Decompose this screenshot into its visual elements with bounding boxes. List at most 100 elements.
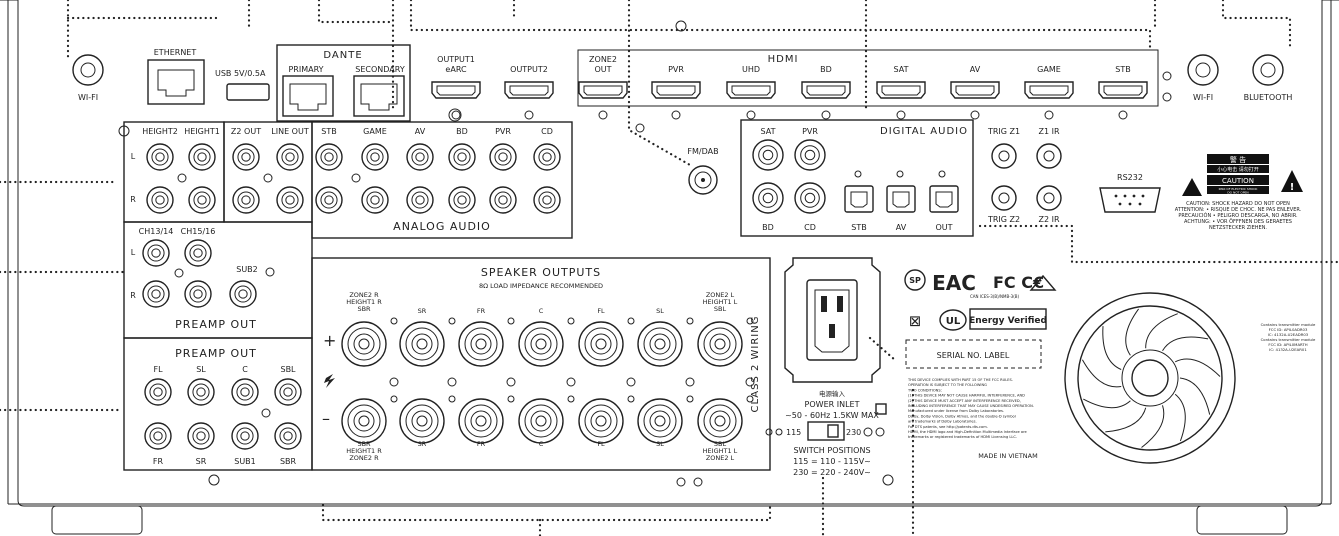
power-inlet-cn-label: 电源输入 bbox=[819, 389, 846, 398]
hdmi-port[interactable] bbox=[950, 81, 1000, 99]
dante-secondary-port[interactable] bbox=[353, 75, 405, 117]
rca-jack-left[interactable] bbox=[448, 143, 476, 171]
rca-jack-left[interactable] bbox=[232, 143, 260, 171]
preamp-out-jack[interactable] bbox=[231, 422, 259, 450]
certification-marks: SP EAC FC C€ CAN ICES-3(B)/NMB-3(B) ⊠ UL… bbox=[904, 269, 1057, 460]
optical-toslink-jack[interactable] bbox=[929, 185, 959, 213]
rca-jack-right[interactable] bbox=[361, 186, 389, 214]
speaker-terminal-positive[interactable] bbox=[578, 321, 624, 367]
analog-input-label: STB bbox=[321, 127, 336, 136]
preamp-out-jack[interactable] bbox=[231, 378, 259, 406]
rca-jack-right[interactable] bbox=[406, 186, 434, 214]
rca-jack-left[interactable] bbox=[406, 143, 434, 171]
screw-icon bbox=[746, 110, 756, 120]
digital-audio-group bbox=[740, 119, 974, 237]
switch-230-range: 230 = 220 - 240V~ bbox=[793, 468, 871, 477]
z1-ir-jack[interactable] bbox=[1036, 143, 1062, 169]
speaker-terminal-negative[interactable] bbox=[399, 398, 445, 444]
speaker-terminal-negative[interactable] bbox=[578, 398, 624, 444]
speaker-terminal-positive[interactable] bbox=[697, 321, 743, 367]
fm-dab-antenna-jack[interactable] bbox=[688, 165, 718, 195]
rca-jack-right[interactable] bbox=[146, 186, 174, 214]
hdmi-port[interactable] bbox=[876, 81, 926, 99]
hdmi-port[interactable] bbox=[431, 81, 481, 99]
ch1314-right-jack[interactable] bbox=[142, 280, 170, 308]
speaker-terminal-positive[interactable] bbox=[637, 321, 683, 367]
preamp-out-label: FL bbox=[153, 365, 163, 374]
hdmi-port[interactable] bbox=[801, 81, 851, 99]
power-inlet[interactable] bbox=[784, 257, 881, 383]
speaker-terminal-positive[interactable] bbox=[458, 321, 504, 367]
sub2-jack[interactable] bbox=[229, 280, 257, 308]
rca-jack-right[interactable] bbox=[276, 186, 304, 214]
hdmi-port-label: AV bbox=[970, 65, 981, 74]
analog-audio-title: ANALOG AUDIO bbox=[393, 220, 491, 233]
switch-115-range: 115 = 110 - 115V~ bbox=[793, 457, 871, 466]
trig-z2-jack[interactable] bbox=[991, 185, 1017, 211]
ch1314-left-jack[interactable] bbox=[142, 239, 170, 267]
rca-jack-right[interactable] bbox=[232, 186, 260, 214]
preamp-out-jack[interactable] bbox=[187, 422, 215, 450]
rca-jack-left[interactable] bbox=[146, 143, 174, 171]
ch1516-left-jack[interactable] bbox=[184, 239, 212, 267]
ul-mark-icon: UL bbox=[946, 316, 961, 327]
hdmi-port[interactable] bbox=[504, 81, 554, 99]
rca-jack-right[interactable] bbox=[315, 186, 343, 214]
wifi-left-antenna[interactable] bbox=[72, 54, 104, 86]
hdmi-port[interactable] bbox=[1098, 81, 1148, 99]
coax-cd-jack[interactable] bbox=[794, 182, 826, 214]
rca-jack-right[interactable] bbox=[448, 186, 476, 214]
hdmi-port[interactable] bbox=[726, 81, 776, 99]
speaker-terminal-negative[interactable] bbox=[518, 398, 564, 444]
optical-toslink-jack[interactable] bbox=[886, 185, 916, 213]
preamp-out-jack[interactable] bbox=[144, 422, 172, 450]
wifi-right-antenna[interactable] bbox=[1187, 54, 1219, 86]
rca-jack-right[interactable] bbox=[188, 186, 216, 214]
rca-jack-left[interactable] bbox=[361, 143, 389, 171]
preamp-out-jack[interactable] bbox=[144, 378, 172, 406]
rca-jack-left[interactable] bbox=[315, 143, 343, 171]
bluetooth-label: BLUETOOTH bbox=[1244, 93, 1293, 102]
speaker-terminal-negative[interactable] bbox=[637, 398, 683, 444]
hdmi-port[interactable] bbox=[578, 81, 628, 99]
warning-cn-title: 警 告 bbox=[1230, 155, 1246, 164]
bluetooth-antenna[interactable] bbox=[1252, 54, 1284, 86]
usb-port[interactable] bbox=[226, 83, 270, 101]
made-in-label: MADE IN VIETNAM bbox=[978, 452, 1037, 460]
optical-toslink-jack[interactable] bbox=[844, 185, 874, 213]
trig-z1-jack[interactable] bbox=[991, 143, 1017, 169]
rca-jack-right[interactable] bbox=[533, 186, 561, 214]
dante-primary-port[interactable] bbox=[282, 75, 334, 117]
z2-ir-jack[interactable] bbox=[1036, 185, 1062, 211]
dante-primary-label: PRIMARY bbox=[288, 65, 323, 74]
hdmi-port[interactable] bbox=[651, 81, 701, 99]
trig-z1-label: TRIG Z1 bbox=[987, 127, 1020, 136]
speaker-output-label: C bbox=[539, 307, 544, 315]
speaker-output-label: FL bbox=[597, 307, 605, 315]
coax-bd-jack[interactable] bbox=[752, 182, 784, 214]
coax-pvr-jack[interactable] bbox=[794, 139, 826, 171]
rca-jack-left[interactable] bbox=[276, 143, 304, 171]
rca-jack-left[interactable] bbox=[489, 143, 517, 171]
speaker-terminal-negative[interactable] bbox=[458, 398, 504, 444]
speaker-terminal-positive[interactable] bbox=[518, 321, 564, 367]
rca-jack-left[interactable] bbox=[533, 143, 561, 171]
voltage-selector-switch[interactable] bbox=[807, 421, 845, 441]
preamp-out-jack[interactable] bbox=[187, 378, 215, 406]
coax-sat-jack[interactable] bbox=[752, 139, 784, 171]
rca-jack-left[interactable] bbox=[188, 143, 216, 171]
speaker-terminal-negative[interactable] bbox=[341, 398, 387, 444]
rs232-port[interactable] bbox=[1099, 187, 1161, 213]
speaker-terminal-positive[interactable] bbox=[399, 321, 445, 367]
preamp-out-jack[interactable] bbox=[274, 378, 302, 406]
rca-jack-right[interactable] bbox=[489, 186, 517, 214]
speaker-terminal-positive[interactable] bbox=[341, 321, 387, 367]
hdmi-port[interactable] bbox=[1024, 81, 1074, 99]
speaker-terminal-negative[interactable] bbox=[697, 398, 743, 444]
ch1516-right-jack[interactable] bbox=[184, 280, 212, 308]
preamp-out-jack[interactable] bbox=[274, 422, 302, 450]
ethernet-port[interactable] bbox=[147, 59, 205, 105]
